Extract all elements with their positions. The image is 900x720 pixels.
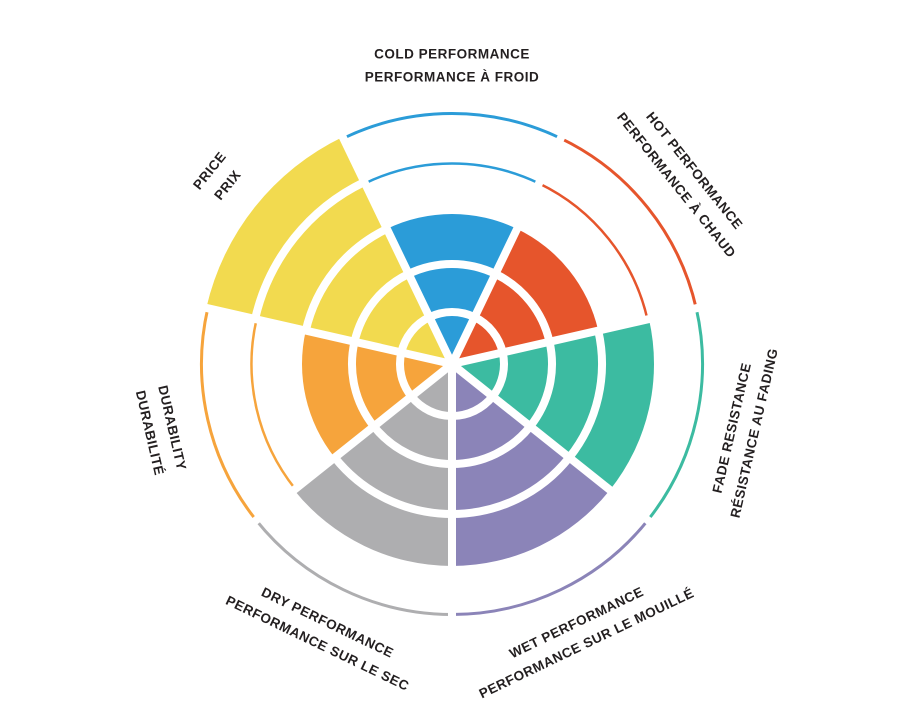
- label-wet-performance-line1: PERFORMANCE SUR LE MOUILLÉ: [477, 585, 697, 701]
- sector-fill-price: [206, 136, 452, 364]
- ring-gap: [370, 423, 453, 468]
- ring-gap: [350, 270, 411, 343]
- sector-price: [206, 136, 452, 364]
- separator-line: [195, 301, 453, 368]
- ring-gap: [251, 178, 367, 320]
- level-arc: [538, 182, 649, 320]
- sector-fill-wet-performance: [452, 364, 610, 566]
- level-arc: [342, 112, 562, 140]
- ring-gap: [331, 455, 453, 518]
- ring-gap: [301, 225, 389, 332]
- level-arc: [364, 162, 540, 185]
- level-arc: [250, 319, 297, 490]
- sector-separators: [195, 126, 709, 626]
- ring-gap: [451, 423, 534, 468]
- separator-line: [449, 360, 660, 531]
- separator-line: [244, 360, 455, 531]
- separator-line: [448, 126, 570, 366]
- separator-line: [334, 126, 456, 366]
- label-cold-performance-line1: COLD PERFORMANCE: [374, 47, 530, 62]
- level-arc: [254, 519, 453, 616]
- label-hot-performance-line2: PERFORMANCE À CHAUD: [614, 110, 739, 261]
- level-arc: [646, 307, 704, 522]
- ring-gap: [493, 270, 554, 343]
- level-arc: [451, 519, 650, 616]
- sector-durability: [200, 307, 452, 522]
- sector-fill-dry-performance: [294, 364, 452, 566]
- sector-fill-cold-performance: [386, 213, 518, 364]
- separator-line: [451, 301, 709, 368]
- ring-gap: [348, 340, 377, 429]
- sector-fill-durability: [302, 330, 452, 458]
- label-cold-performance-line2: PERFORMANCE À FROID: [365, 70, 540, 85]
- sector-wet-performance: [451, 364, 650, 616]
- ring-gap: [451, 455, 573, 518]
- ring-gap: [566, 329, 606, 461]
- level-arc: [200, 307, 258, 522]
- ring-gap: [406, 260, 498, 278]
- ring-gap: [527, 340, 556, 429]
- level-arc: [560, 136, 698, 309]
